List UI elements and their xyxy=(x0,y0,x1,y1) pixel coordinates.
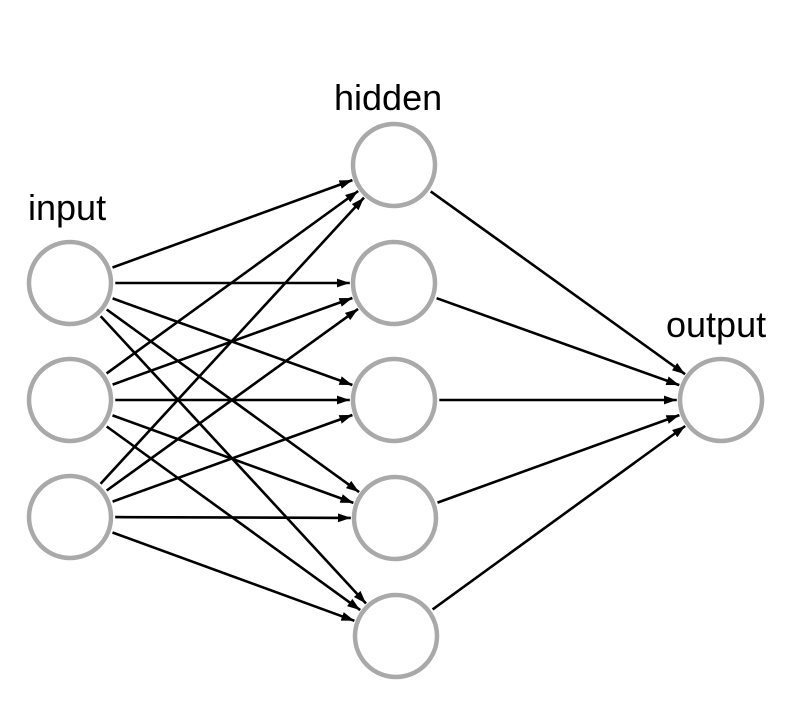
nodes-group xyxy=(26,121,765,680)
input-node-1 xyxy=(26,239,114,327)
edge-i3-h1 xyxy=(99,196,365,485)
edge-i3-h3 xyxy=(112,413,353,503)
labels-group: input hidden output xyxy=(28,77,766,345)
hidden-layer-label: hidden xyxy=(334,77,442,118)
hidden-node-3 xyxy=(350,356,438,444)
edge-i3-h5 xyxy=(112,531,355,623)
edge-h5-o1 xyxy=(431,424,686,611)
edge-h1-o1 xyxy=(429,190,686,376)
edge-i1-h1 xyxy=(112,178,353,269)
hidden-node-4 xyxy=(351,474,439,562)
edges-group xyxy=(99,178,686,623)
edge-i2-h1 xyxy=(105,189,359,375)
output-node-1 xyxy=(677,356,765,444)
edge-h4-o1 xyxy=(437,413,680,504)
input-node-2 xyxy=(26,356,114,444)
edge-i3-h4 xyxy=(115,513,351,523)
hidden-node-5 xyxy=(352,592,440,680)
edge-i3-h2 xyxy=(105,307,359,492)
hidden-node-2 xyxy=(350,239,438,327)
input-node-3 xyxy=(26,473,114,561)
hidden-node-1 xyxy=(350,121,438,209)
output-layer-label: output xyxy=(666,304,766,345)
edge-h2-o1 xyxy=(436,296,680,387)
input-layer-label: input xyxy=(28,187,106,228)
